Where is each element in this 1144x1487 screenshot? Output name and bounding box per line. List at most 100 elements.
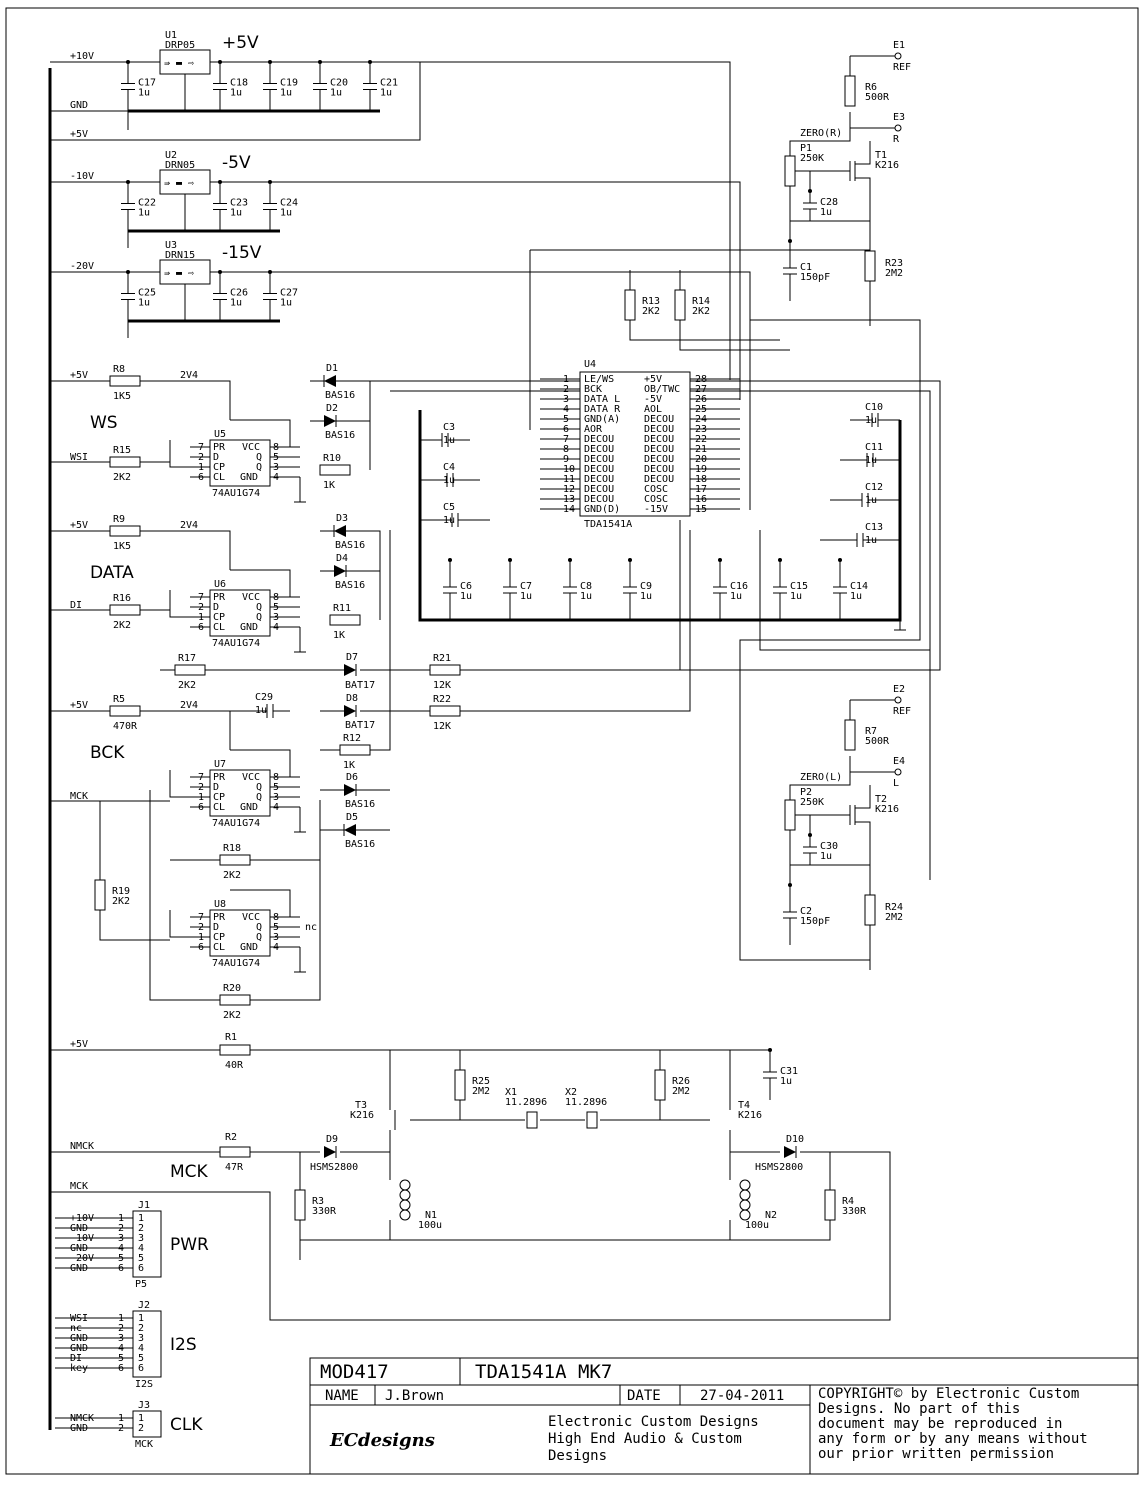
conn-j2-pinnum-in-5: 6 [138,1363,144,1374]
diode-d3-body [334,525,346,537]
tda-lpin-13: DECOU [584,494,614,505]
cap-c19-symbol [263,62,277,111]
cap-c16-node [718,558,722,562]
cap-c7-node [508,558,512,562]
outr-pot-body [784,155,796,187]
res-r8-ref: R8 [113,364,125,375]
res-r4-body [824,1189,836,1221]
board-title: TDA1541A MK7 [475,1361,612,1383]
ff-u6-lpin-2: CP [213,612,225,623]
cap-c8-value: 1u [580,591,592,602]
diode-d5-ref: D5 [346,812,358,823]
coil-n1-turn [399,1199,411,1211]
ff-u7-lpin-3: CL [213,802,225,813]
ff-u5-rpin-3: GND [240,472,258,483]
outl-cfb-node [788,883,792,887]
diode-d8-ref: D8 [346,693,358,704]
cap-c6-node [448,558,452,562]
res-r15-body [109,456,141,468]
date-value: 27-04-2011 [700,1388,784,1404]
cap-c7-value: 1u [520,591,532,602]
res-r25-body [454,1069,466,1101]
ff-u8-lpin-3: CL [213,942,225,953]
outr-cdec-ref: C28 [820,197,838,208]
u2-part: DRN05 [165,160,195,171]
ff-u6-rpin-2: Q [256,612,262,623]
cap-c26-ref: C26 [230,288,248,299]
conn-j1-pinnum-in-5: 6 [138,1263,144,1274]
res-r2-body [219,1146,251,1158]
diode-d5-body [344,824,356,836]
res-r5-ref: R5 [113,694,125,705]
ff-u5-rpin-2: Q [256,462,262,473]
diode-d4-part: BAS16 [335,580,365,591]
cap-c11-ref: C11 [865,442,883,453]
cap-c17-symbol [121,62,135,111]
cap-c3-ref: C3 [443,422,455,433]
coil-n2-val: 100u [745,1220,769,1231]
rail-mck: MCK [70,1181,88,1192]
outl-pot-wires [789,814,850,865]
coil-n1-turn [399,1179,411,1191]
conn-j3-ref: J3 [138,1400,150,1411]
cap-c26-value: 1u [230,298,242,309]
cap-c15-symbol [773,560,787,620]
outr-e-ref: E1 [893,40,905,51]
res-r8-value: 1K5 [113,391,131,402]
tda-rpin-15: -15V [644,504,668,515]
ff-u8-nc: nc [305,922,317,933]
tda-lpin-1: LE/WS [584,374,614,385]
cap-c9-value: 1u [640,591,652,602]
res-r21-body [429,664,461,676]
diode-d3-ref: D3 [336,513,348,524]
res-r15-ref: R15 [113,445,131,456]
diode-d7-ref: D7 [346,652,358,663]
cap-c23-value: 1u [230,208,242,219]
ff-u6-rpin-0: VCC [242,592,260,603]
cap-c9-symbol [623,560,637,620]
cap-c29-ref: C29 [255,692,273,703]
diode-d1-body [324,375,336,387]
coil-n1-ref: N1 [425,1210,437,1221]
conn-j1-name: PWR [170,1235,209,1255]
ff-u8-rpin-1: Q [256,922,262,933]
author-name: J.Brown [385,1388,444,1404]
outr-wires [789,55,895,156]
components: R81K5R152K2R101KR91K5R162K2R111KR172K2R2… [94,363,461,1021]
diode-d10-part: HSMS2800 [755,1162,803,1173]
tagline-1: High End Audio & Custom [548,1431,742,1447]
cap-c20-ref: C20 [330,78,348,89]
u1-part: DRP05 [165,40,195,51]
cap-c12-ref: C12 [865,482,883,493]
tda-lpin-11: DECOU [584,474,614,485]
outl-pot-body [784,799,796,831]
res-r22-ref: R22 [433,694,451,705]
outr-pot-ref: P1 [800,143,812,154]
outl-rbot-body [864,894,876,926]
res-r18-body [219,854,251,866]
ff-u5-pr-tie [169,440,190,468]
ff-u7-lpin-2: CP [213,792,225,803]
ff-u6-lpin-3: CL [213,622,225,633]
diode-d6-body [344,784,356,796]
diode-d8-body [344,705,356,717]
res-r13-value: 2K2 [642,306,660,317]
cap-c12-symbol [830,493,900,507]
res-r1-body [219,1044,251,1056]
res-r2-ref: R2 [225,1132,237,1143]
coil-n2-ref: N2 [765,1210,777,1221]
u3-part: DRN15 [165,250,195,261]
osc-load-wires [299,1152,831,1260]
u3-out: -15V [222,243,262,263]
outl-cdec-value: 1u [820,851,832,862]
conn-j2-ref: J2 [138,1300,150,1311]
diode-d8-part: BAT17 [345,720,375,731]
ff-u7-rpin-3: GND [240,802,258,813]
outr-rbot-ref: R23 [885,258,903,269]
cap-c12-value: 1u [865,495,877,506]
cap-c26-node [218,270,222,274]
v2v4-a: 2V4 [180,370,198,381]
